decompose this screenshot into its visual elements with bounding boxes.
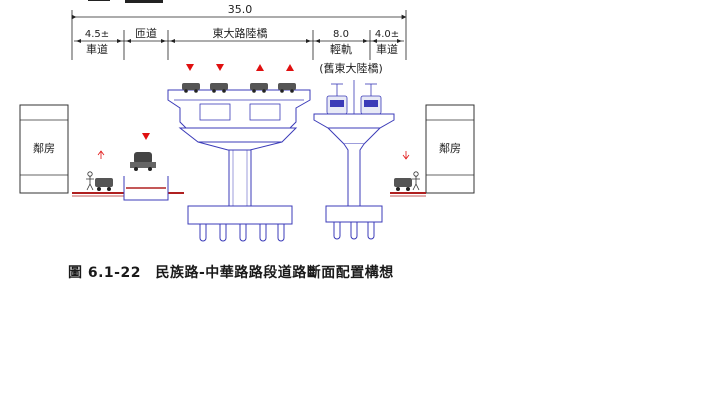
total-dimension-label: 35.0 (228, 3, 253, 16)
down-arrow-icon (142, 133, 150, 140)
down-arrow-outline-icon (402, 151, 410, 160)
bridge-car-icon (182, 83, 200, 93)
right-ground-traffic (394, 151, 420, 191)
down-arrow-icon (216, 64, 224, 71)
light-rail-width: 8.0 (333, 29, 349, 40)
up-arrow-outline-icon (97, 150, 105, 159)
right-lane-label: 車道 (376, 42, 398, 56)
left-ground-traffic (86, 150, 113, 191)
east-bridge-structure (167, 64, 311, 242)
light-rail-structure (313, 80, 395, 240)
ground-road (72, 192, 426, 197)
car-icon (95, 178, 113, 187)
pedestrian-icon (87, 171, 93, 177)
up-arrow-icon (256, 64, 264, 71)
bridge-label: 東大路陸橋 (213, 26, 268, 40)
light-rail-label: 輕軌 (330, 42, 352, 56)
bridge-car-icon (278, 83, 296, 93)
bridge-car-icon (250, 83, 268, 93)
light-rail-train-icon (360, 83, 382, 115)
car-icon (394, 178, 412, 187)
right-building-label: 鄰房 (439, 141, 461, 155)
left-lane-width: 4.5± (85, 29, 109, 40)
left-building: 鄰房 (19, 104, 69, 194)
figure-caption: 圖 6.1-22 民族路-中華路路段道路斷面配置構想 (68, 265, 394, 281)
cropped-title-fragment (125, 0, 163, 3)
right-lane-width: 4.0± (375, 29, 399, 40)
up-arrow-icon (286, 64, 294, 71)
underpass-trench (123, 133, 169, 201)
light-rail-train-icon (326, 83, 348, 115)
ramp-car-icon (134, 152, 152, 164)
diagram-canvas: 35.0 4.5± 車道 匝道 東大路陸橋 8.0 輕軌 (舊東大陸橋) 4.0… (19, 0, 475, 242)
segment-dimensions: 4.5± 車道 匝道 東大路陸橋 8.0 輕軌 (舊東大陸橋) 4.0± 車道 (74, 26, 404, 75)
total-dimension: 35.0 (71, 3, 407, 60)
bridge-car-icon (210, 83, 228, 93)
left-lane-label: 車道 (86, 42, 108, 56)
down-arrow-icon (186, 64, 194, 71)
pedestrian-icon (413, 171, 419, 177)
right-building: 鄰房 (425, 104, 475, 194)
left-building-label: 鄰房 (33, 141, 55, 155)
underpass-label: 匝道 (135, 26, 157, 40)
light-rail-note: (舊東大陸橋) (319, 61, 383, 75)
